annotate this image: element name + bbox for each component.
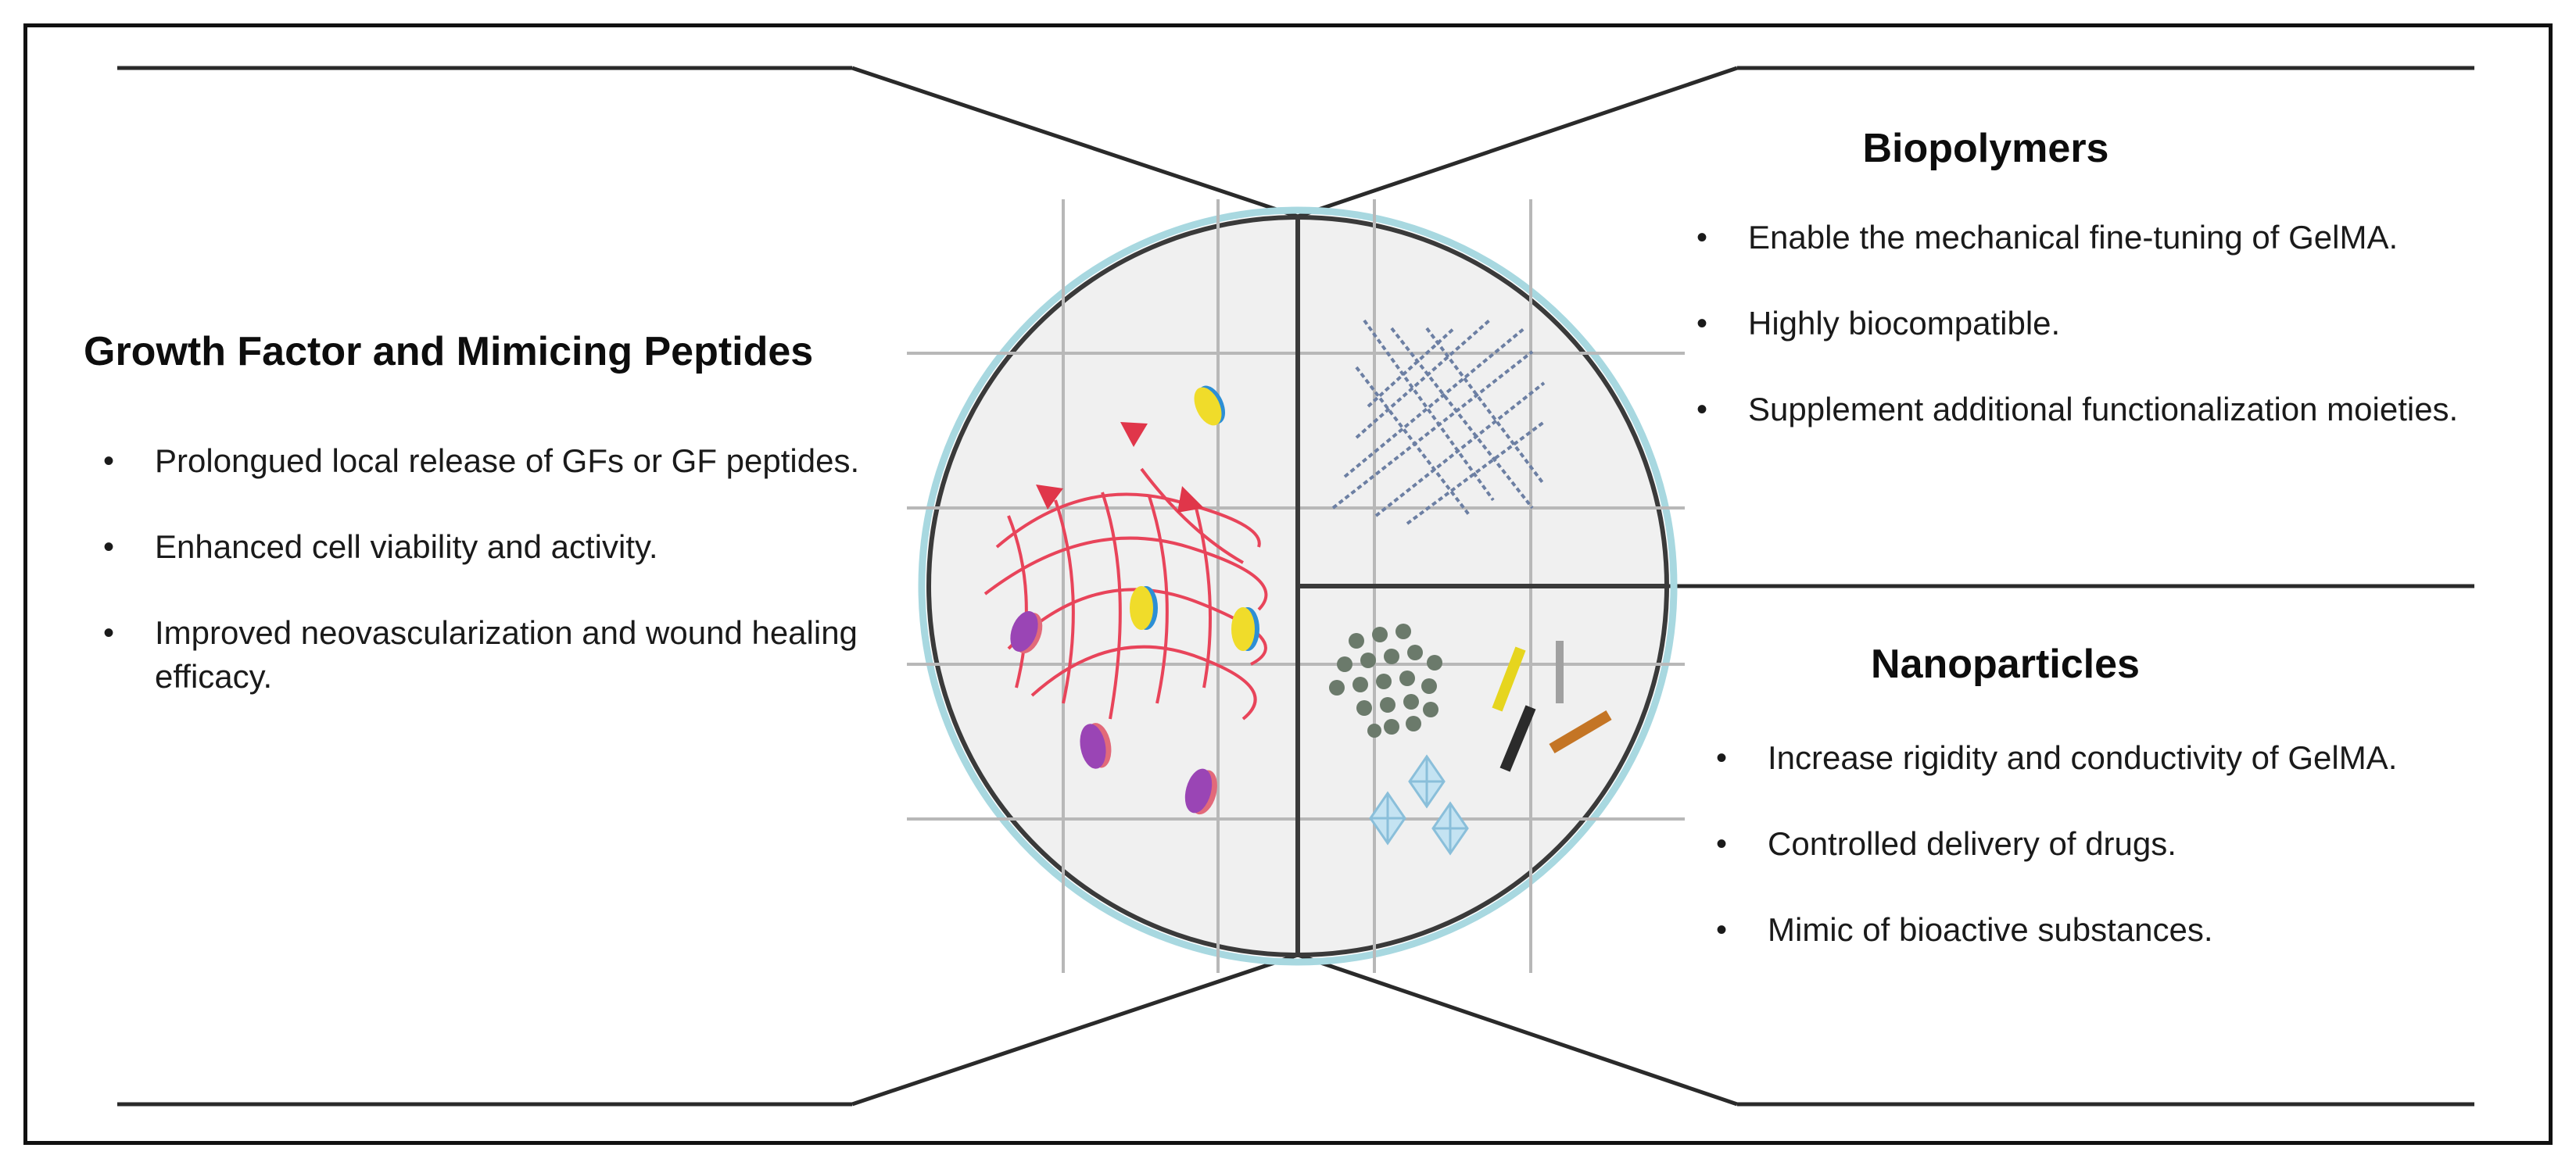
protein-blob-purple (1080, 723, 1112, 769)
bullet-item: • Mimic of bioactive substances. (1716, 908, 2545, 952)
protein-blob-purple (1184, 768, 1217, 815)
growth-factor-title: Growth Factor and Mimicing Peptides (84, 329, 814, 374)
growth-factor-fibers (983, 467, 1268, 721)
bullet-text: Enhanced cell viability and activity. (155, 528, 658, 565)
bullet-dot: • (103, 616, 115, 650)
bullet-dot: • (1696, 306, 1708, 341)
biopolymers-section: Biopolymers • Enable the mechanical fine-… (1696, 125, 2525, 474)
bullet-text: Controlled delivery of drugs. (1768, 825, 2177, 862)
bullet-text: Mimic of bioactive substances. (1768, 911, 2213, 948)
bottom-right-diagonal (1297, 953, 1738, 1107)
bullet-dot: • (1716, 913, 1728, 947)
bullet-item: • Prolongued local release of GFs or GF p… (103, 439, 920, 483)
rod-black (1499, 705, 1536, 772)
bullet-item: • Increase rigidity and conductivity of G… (1716, 736, 2545, 780)
bullet-dot: • (1716, 741, 1728, 775)
bullet-dot: • (103, 444, 115, 478)
bullet-text: Enable the mechanical fine-tuning of Gel… (1748, 219, 2399, 256)
peptide-triangle (1120, 422, 1148, 447)
rod-orange (1549, 710, 1612, 754)
hydrogel-circle-halo (918, 206, 1678, 966)
biopolymers-bullets: • Enable the mechanical fine-tuning of Ge… (1696, 216, 2525, 431)
figure-frame (23, 23, 2553, 1145)
biopolymers-title: Biopolymers (1862, 126, 2109, 171)
bullet-dot: • (1696, 220, 1708, 255)
top-left-diagonal (851, 66, 1299, 219)
bullet-text: Supplement additional functionalization … (1748, 391, 2459, 427)
crystal (1408, 754, 1446, 809)
top-right-diagonal (1297, 66, 1738, 219)
growth-factor-bullets: • Prolongued local release of GFs or GF p… (103, 439, 920, 699)
bullet-text: Prolongued local release of GFs or GF pe… (155, 442, 860, 479)
biopolymer-mesh (1331, 319, 1546, 525)
growth-factor-section: Growth Factor and Mimicing Peptides • Pro… (84, 328, 920, 741)
bullet-text: Increase rigidity and conductivity of Ge… (1768, 739, 2398, 776)
nanoparticles-title: Nanoparticles (1871, 642, 2140, 687)
bullet-dot: • (1716, 827, 1728, 861)
peptide-triangles (1036, 422, 1204, 513)
bullet-dot: • (103, 530, 115, 564)
bullet-text: Improved neovascularization and wound he… (155, 614, 858, 695)
nanoparticle-beads (1329, 624, 1442, 738)
rod-yellow (1492, 646, 1526, 712)
protein-blob-yellow (1231, 607, 1259, 651)
bullet-item: • Highly biocompatible. (1696, 302, 2525, 345)
bullet-item: • Improved neovascularization and wound h… (103, 611, 920, 699)
protein-blob-purple (1010, 611, 1043, 654)
nanoparticles-section: Nanoparticles • Increase rigidity and con… (1716, 641, 2545, 994)
protein-blob-yellow (1194, 385, 1226, 426)
bullet-item: • Enhanced cell viability and activity. (103, 525, 920, 569)
peptide-triangle (1177, 486, 1204, 513)
quadrant-dividers (1295, 217, 1667, 955)
peptide-triangle (1036, 485, 1063, 510)
bullet-dot: • (1696, 392, 1708, 427)
nanoparticles-bullets: • Increase rigidity and conductivity of G… (1716, 736, 2545, 952)
crystal-nanoparticles (1369, 754, 1469, 856)
crystal (1369, 791, 1406, 846)
protein-blob-yellow (1130, 586, 1158, 630)
nanorods (1492, 641, 1612, 772)
bullet-item: • Controlled delivery of drugs. (1716, 822, 2545, 866)
growth-factor-proteins (1010, 385, 1259, 815)
connector-lines (117, 66, 2474, 1107)
bottom-left-diagonal (851, 953, 1299, 1107)
crystal (1431, 801, 1469, 856)
bullet-item: • Supplement additional functionalization… (1696, 388, 2525, 431)
bullet-item: • Enable the mechanical fine-tuning of Ge… (1696, 216, 2525, 259)
bullet-text: Highly biocompatible. (1748, 305, 2061, 342)
